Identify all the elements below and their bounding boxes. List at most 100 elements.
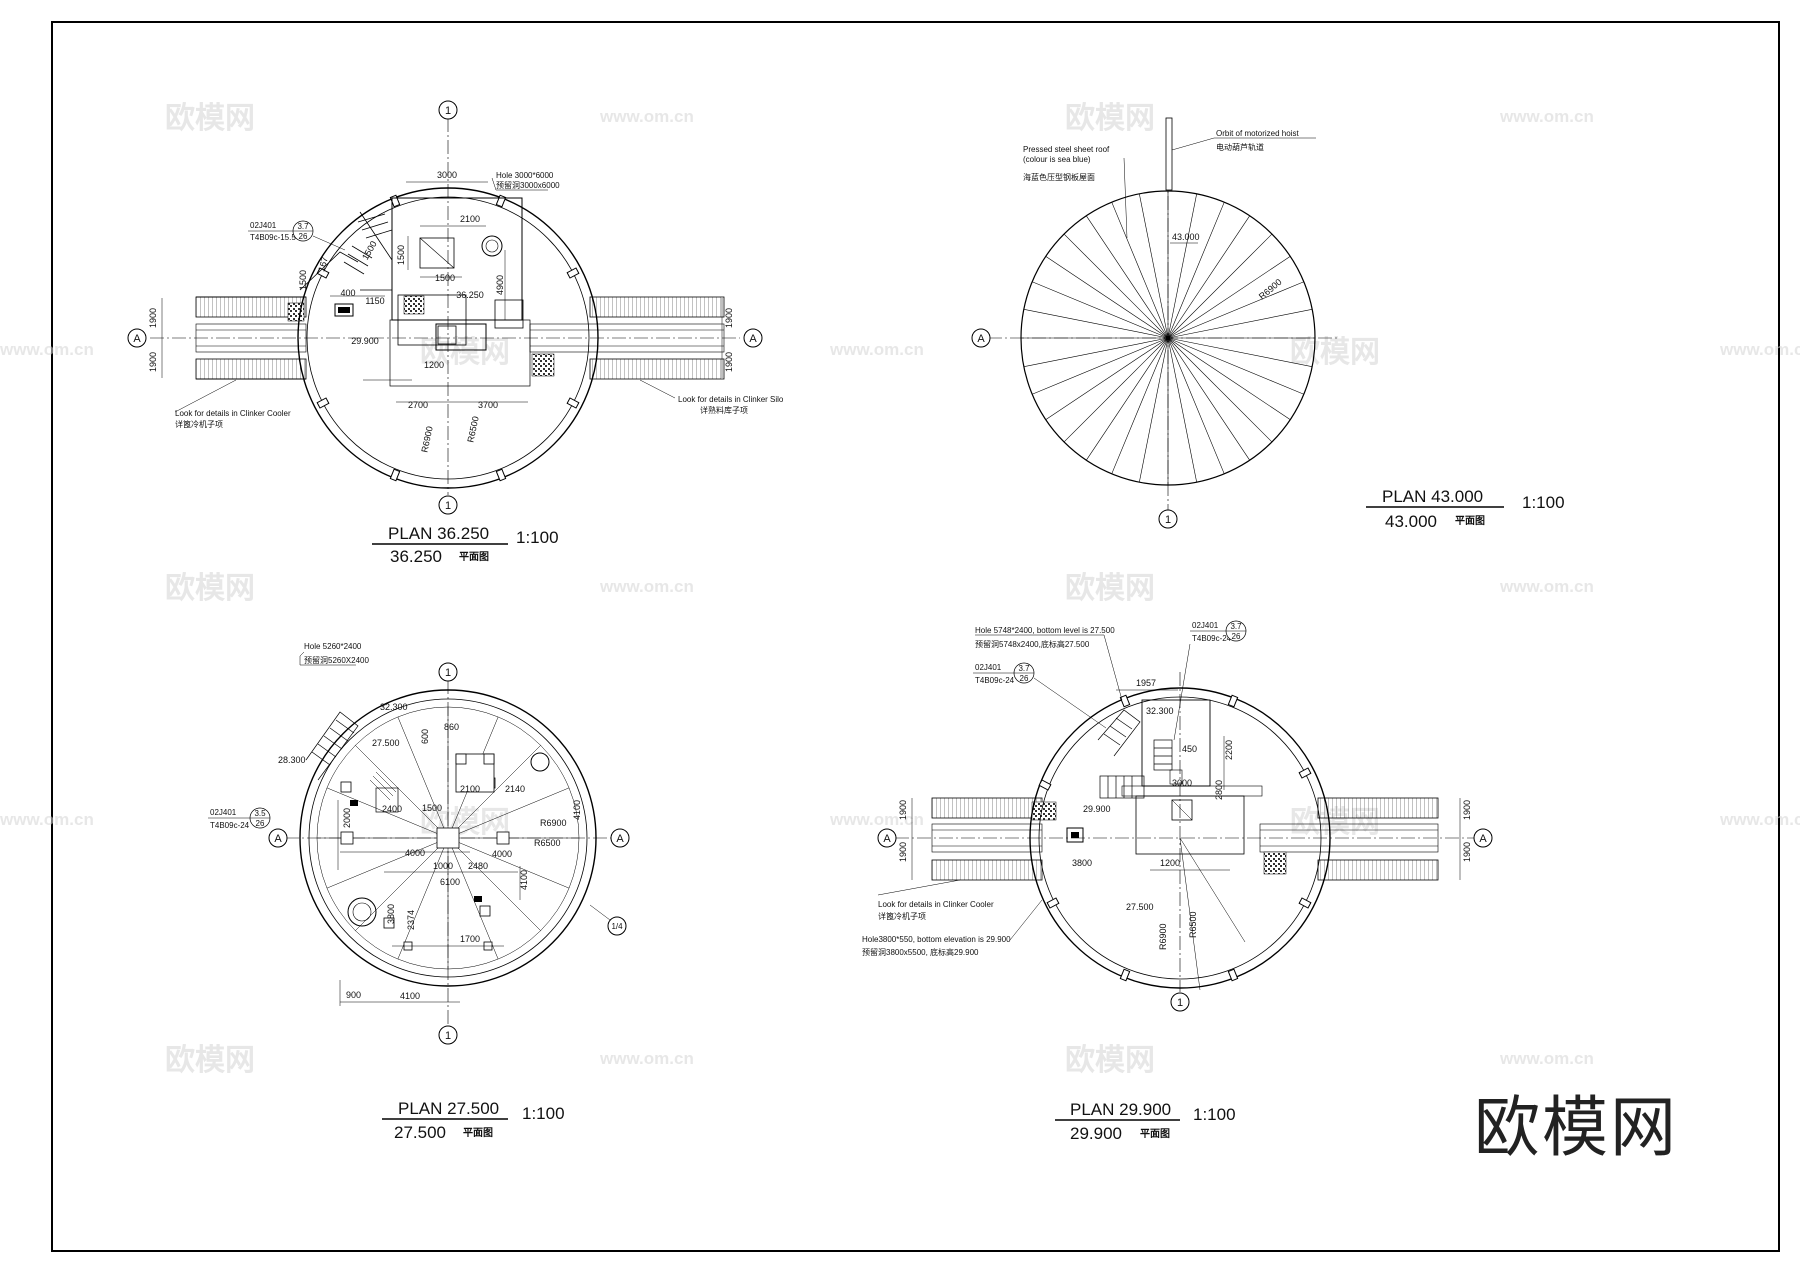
watermark-url: www.om.cn (0, 340, 94, 359)
ray-line (1023, 337, 1169, 367)
watermark-url: www.om.cn (829, 340, 924, 359)
ray-line (454, 844, 541, 931)
detail-bubble-top: 3.7 (1018, 664, 1030, 673)
plan-scale: 1:100 (1193, 1105, 1236, 1124)
dimension-label: 2200 (1224, 740, 1234, 760)
dimension-label: 1900 (148, 308, 158, 328)
ray-line (1032, 337, 1169, 395)
roof-ridge-lines (1021, 191, 1315, 485)
plan-43000: A 1 Pressed steel sheet roof (colour is … (971, 117, 1565, 531)
dimension-label: 1500 (298, 270, 308, 290)
dimension-label: 2000 (342, 808, 352, 828)
detail-bubble-top: 3.7 (297, 222, 309, 231)
detail-bubble-bottom: 26 (299, 232, 308, 241)
dimension-label: 1900 (724, 308, 734, 328)
watermark-url: www.om.cn (1499, 577, 1594, 596)
hoist-note-cn: 电动葫芦轨道 (1216, 142, 1264, 152)
ray-line (457, 787, 570, 835)
plan-title: PLAN 43.000 (1382, 487, 1483, 506)
plan-27500: 1 1 A A 1/4 (208, 642, 630, 1142)
dimension-label: 4100 (572, 800, 582, 820)
ray-line (1167, 337, 1304, 395)
watermark-url: www.om.cn (1499, 107, 1594, 126)
roof-note: Pressed steel sheet roof (1023, 145, 1110, 154)
hoist-note: Orbit of motorized hoist (1216, 129, 1299, 138)
watermark-brand: 欧模网 (1065, 1044, 1155, 1077)
ray-line (1167, 337, 1225, 474)
ref-detail: T4B09c-15.5 (250, 233, 296, 242)
ray-line (397, 716, 445, 829)
note-left: Look for details in Clinker Cooler (878, 900, 994, 909)
dimension-label: 1150 (365, 296, 384, 306)
dimension-label: 4100 (519, 870, 529, 890)
dimension-label: 2100 (460, 784, 480, 794)
ray-line (1167, 202, 1225, 339)
dimension-label: 1000 (433, 861, 453, 871)
site-logo: 欧模网 (1474, 1090, 1678, 1164)
dimension-label: 2374 (406, 910, 416, 930)
hole-note-cn: 预留洞5260X2400 (304, 655, 369, 665)
ref-code: 02J401 (210, 808, 237, 817)
axis-a-label: A (616, 833, 624, 845)
note-right: Look for details in Clinker Silo (678, 395, 784, 404)
hole-note-cn: 预留洞5748x2400,底标高27.500 (975, 639, 1090, 649)
axis-quarter-label: 1/4 (611, 922, 623, 931)
axis-a-label: A (749, 333, 757, 345)
watermark-brand: 欧模网 (420, 806, 510, 839)
plan-title: PLAN 36.250 (388, 524, 489, 543)
watermark-brand: 欧模网 (165, 1044, 255, 1077)
dimension-label: 1957 (1136, 678, 1156, 688)
plan-title: PLAN 27.500 (398, 1099, 499, 1118)
ray-line (1139, 337, 1169, 483)
elevation-mark: 32.300 (380, 702, 408, 712)
hole2-note-cn: 预留洞3800x5500, 底标高29.900 (862, 947, 979, 957)
ray-line (451, 847, 499, 960)
note-right-cn: 详熟料库子项 (700, 405, 748, 415)
watermark-url: www.om.cn (1719, 340, 1800, 359)
plan-cn: 平面图 (463, 1127, 493, 1139)
plan-elevation: 27.500 (394, 1123, 446, 1142)
plan-29900: 1 A A (862, 620, 1493, 1143)
bridge-right (1259, 797, 1439, 881)
note-left-cn: 详篦冷机子项 (175, 419, 223, 429)
ref2-detail: T4B09c-24 (1192, 634, 1232, 643)
ray-line (1167, 215, 1250, 339)
axis-a-label: A (133, 333, 141, 345)
elevation-mark: 27.500 (1126, 902, 1154, 912)
hole-note: Hole 5260*2400 (304, 642, 362, 651)
ref-detail: T4B09c-24 (975, 676, 1015, 685)
dimension-label: 400 (340, 288, 355, 298)
ref2-code: 02J401 (1192, 621, 1219, 630)
dimension-label: 1900 (724, 352, 734, 372)
watermark-brand: 欧模网 (1065, 102, 1155, 135)
ray-line (1111, 202, 1169, 339)
detail-bubble-top: 3.5 (254, 809, 266, 818)
ray-line (1139, 193, 1169, 339)
dimension-label: 2480 (468, 861, 488, 871)
elevation-mark: 36.250 (456, 290, 484, 300)
ray-line (1063, 233, 1169, 339)
plan-36250: 1 1 A A (127, 100, 784, 566)
elevation-mark: 28.300 (278, 755, 306, 765)
ray-line (1086, 337, 1169, 461)
radius-label: R6500 (1188, 911, 1198, 938)
dimension-label: 1900 (1462, 842, 1472, 862)
axis-one-label: 1 (445, 667, 451, 679)
ray-line (1032, 281, 1169, 339)
dimension-label: 1500 (435, 273, 455, 283)
dimension-label: 2400 (382, 804, 402, 814)
ray-line (355, 844, 442, 931)
radius-label: R6500 (465, 415, 480, 443)
dimension-label: 450 (1182, 744, 1197, 754)
axis-one-label: 1 (445, 105, 451, 117)
ray-line (1111, 337, 1169, 474)
axis-one-label: 1 (1165, 514, 1171, 526)
ray-line (1167, 281, 1304, 339)
watermark-url: www.om.cn (829, 810, 924, 829)
dimension-label: 3000 (437, 170, 457, 180)
ray-line (1167, 193, 1197, 339)
bridge-left (195, 296, 307, 380)
ray-line (397, 847, 445, 960)
hole-note: Hole 3000*6000 (496, 171, 554, 180)
dimension-label: 3000 (1172, 778, 1192, 788)
